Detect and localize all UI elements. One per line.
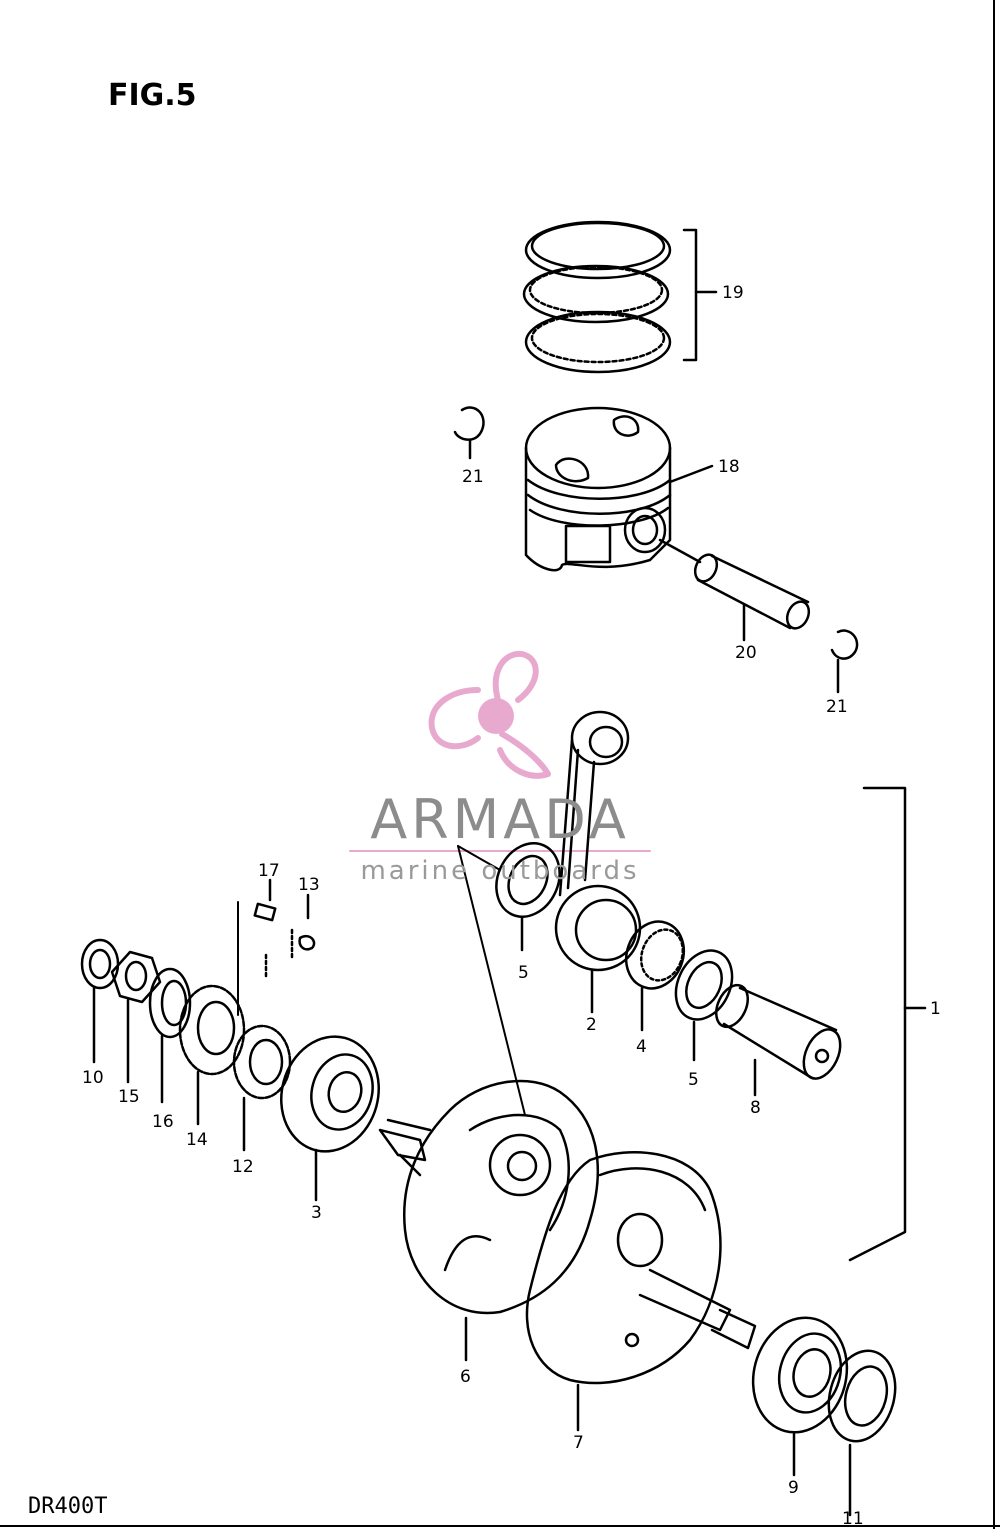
crank-web-left [378,1079,599,1362]
washer-16 [148,967,192,1104]
callout-7: 7 [573,1433,584,1453]
callout-12: 12 [232,1157,254,1177]
thrust-washer-upper [495,842,561,952]
callout-5-lower: 5 [688,1070,699,1090]
frame-border-right [993,0,995,1529]
callout-14: 14 [186,1130,208,1150]
woodruff-key [253,878,277,922]
watermark-brand: ARMADA [370,788,630,851]
callout-18: 18 [718,457,740,477]
crank-pin [715,983,842,1097]
circlip-left [453,406,485,460]
callout-1: 1 [930,999,941,1019]
oil-seal-left [80,938,120,1064]
connecting-rod [554,710,642,1014]
callout-10: 10 [82,1068,104,1088]
oil-seal-right [827,1349,897,1517]
callout-17: 17 [258,861,280,881]
callout-21-right: 21 [826,697,848,717]
callout-16: 16 [152,1112,174,1132]
propeller-logo-icon [428,650,551,779]
callout-15: 15 [118,1087,140,1107]
gear-14 [178,984,246,1126]
callout-9: 9 [788,1478,799,1498]
thrust-washer-lower [674,949,734,1062]
callout-11: 11 [842,1509,864,1529]
watermark-tagline: marine outboards [360,856,640,886]
frame-border-bottom [0,1525,1000,1527]
callout-5-upper: 5 [518,963,529,983]
piston-pin [658,538,811,642]
piston-rings [522,220,718,374]
callout-2: 2 [586,1015,597,1035]
callout-20: 20 [735,643,757,663]
crank-nut [110,950,162,1084]
circlip-right [830,629,859,694]
callout-4: 4 [636,1037,647,1057]
main-bearing-left [280,1035,380,1202]
callout-3-left: 3 [311,1203,322,1223]
leader-lines [237,845,526,1116]
main-bearing-right [751,1316,849,1477]
model-code: DR400T [28,1494,108,1519]
piston [524,406,714,572]
needle-bearing [624,920,686,1032]
small-pin-13 [264,893,316,980]
callout-6: 6 [460,1367,471,1387]
callout-13: 13 [298,875,320,895]
callout-19: 19 [722,283,744,303]
figure-title: FIG.5 [108,78,197,113]
gear-12 [232,1024,292,1152]
crankshaft-assembly-bracket [848,786,927,1262]
callout-8: 8 [750,1098,761,1118]
callout-labels: 19 18 21 20 21 17 13 5 2 4 5 8 1 10 15 1… [82,283,941,1529]
crank-web-right [525,1151,757,1432]
callout-21-left: 21 [462,467,484,487]
